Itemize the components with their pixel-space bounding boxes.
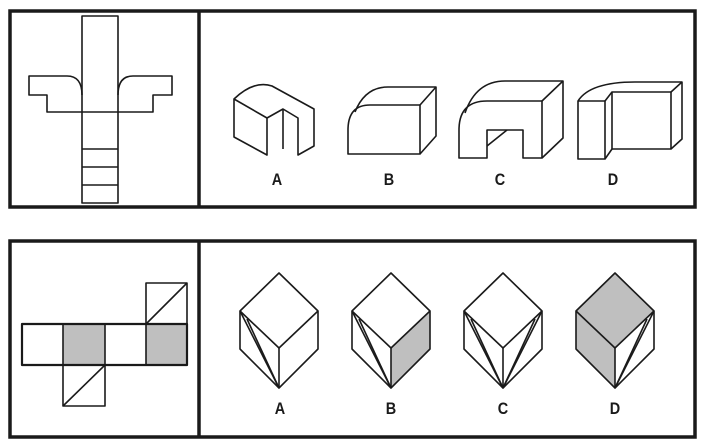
puzzle-1-option-b-label: B (383, 170, 395, 189)
puzzle-2-option-b-cube[interactable] (351, 272, 431, 389)
cube-left-face (576, 311, 615, 388)
puzzle-2-option-d-cube[interactable] (575, 272, 655, 389)
puzzle-1-option-a-shape[interactable] (233, 83, 315, 156)
face-diagonal (351, 310, 392, 349)
face-diagonal (239, 310, 280, 349)
cube-right-face (279, 311, 318, 388)
puzzle-1-option-c-shape[interactable] (458, 80, 564, 159)
puzzle-2-net (20, 282, 189, 407)
face-diagonal (614, 310, 655, 349)
puzzle-1-frame (8, 9, 697, 209)
face-diagonal (502, 310, 543, 349)
cube-right-face (391, 311, 430, 388)
puzzle-1-option-d-label: D (607, 170, 619, 189)
face-diagonal (470, 318, 504, 389)
puzzle-2-frame (8, 239, 697, 439)
face-diagonal (358, 318, 392, 389)
puzzle-1-option-b-shape[interactable] (347, 86, 437, 155)
face-diagonal (575, 310, 616, 349)
puzzle-2-option-b-label: B (385, 399, 397, 418)
face-diagonal (278, 310, 319, 349)
puzzle-2-option-c-label: C (497, 399, 509, 418)
face-diagonal (246, 318, 280, 389)
puzzle-2-option-c-cube[interactable] (463, 272, 543, 389)
face-diagonal (463, 310, 504, 349)
puzzle-2-option-a-cube[interactable] (239, 272, 319, 389)
face-diagonal (390, 310, 431, 349)
puzzle-1-option-c-label: C (494, 170, 506, 189)
puzzle-1-option-a-label: A (271, 170, 283, 189)
face-diagonal (502, 318, 536, 389)
puzzle-2-option-a-label: A (274, 399, 286, 418)
puzzle-2-option-d-label: D (609, 399, 621, 418)
puzzle-1-net (28, 15, 173, 204)
face-diagonal (614, 318, 648, 389)
puzzle-1-option-d-shape[interactable] (577, 81, 683, 160)
